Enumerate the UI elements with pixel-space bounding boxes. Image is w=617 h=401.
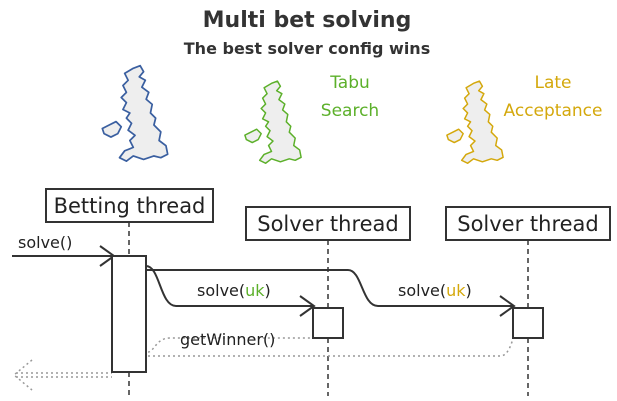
- solve-late-arrow: [146, 269, 514, 307]
- solve-late-arrowhead: [499, 295, 516, 317]
- solver2-thread-label: Solver thread: [457, 212, 599, 236]
- tabu-label-line1: Tabu: [329, 73, 370, 93]
- get-winner-tabu-line: [147, 337, 314, 353]
- diagram-subtitle: The best solver config wins: [184, 39, 430, 58]
- solve-tabu-arrowhead: [299, 295, 316, 317]
- betting-thread-label: Betting thread: [54, 194, 206, 218]
- solver1-activation-box: [312, 307, 344, 339]
- late-label-line1: Late: [534, 73, 571, 93]
- uk-map-icon: [101, 64, 169, 163]
- uk-map-icon: [244, 80, 302, 165]
- solver1-thread-label: Solver thread: [257, 212, 399, 236]
- uk-map-icon: [446, 80, 504, 165]
- solver1-thread-box: Solver thread: [245, 206, 411, 241]
- return-arrowhead: [12, 359, 33, 391]
- solve-call-label: solve(): [18, 233, 72, 252]
- diagram-title: Multi bet solving: [203, 8, 412, 33]
- solve-late-label: solve(uk): [398, 281, 472, 300]
- solver2-thread-box: Solver thread: [445, 206, 611, 241]
- betting-activation-box: [111, 255, 147, 373]
- late-label-line2: Acceptance: [504, 101, 603, 121]
- solve-tabu-label: solve(uk): [197, 281, 271, 300]
- tabu-label-line2: Search: [321, 101, 379, 121]
- solve-tabu-arrow: [145, 265, 314, 307]
- betting-thread-box: Betting thread: [45, 188, 214, 223]
- get-winner-label: getWinner(): [180, 330, 275, 349]
- solver2-activation-box: [512, 307, 544, 339]
